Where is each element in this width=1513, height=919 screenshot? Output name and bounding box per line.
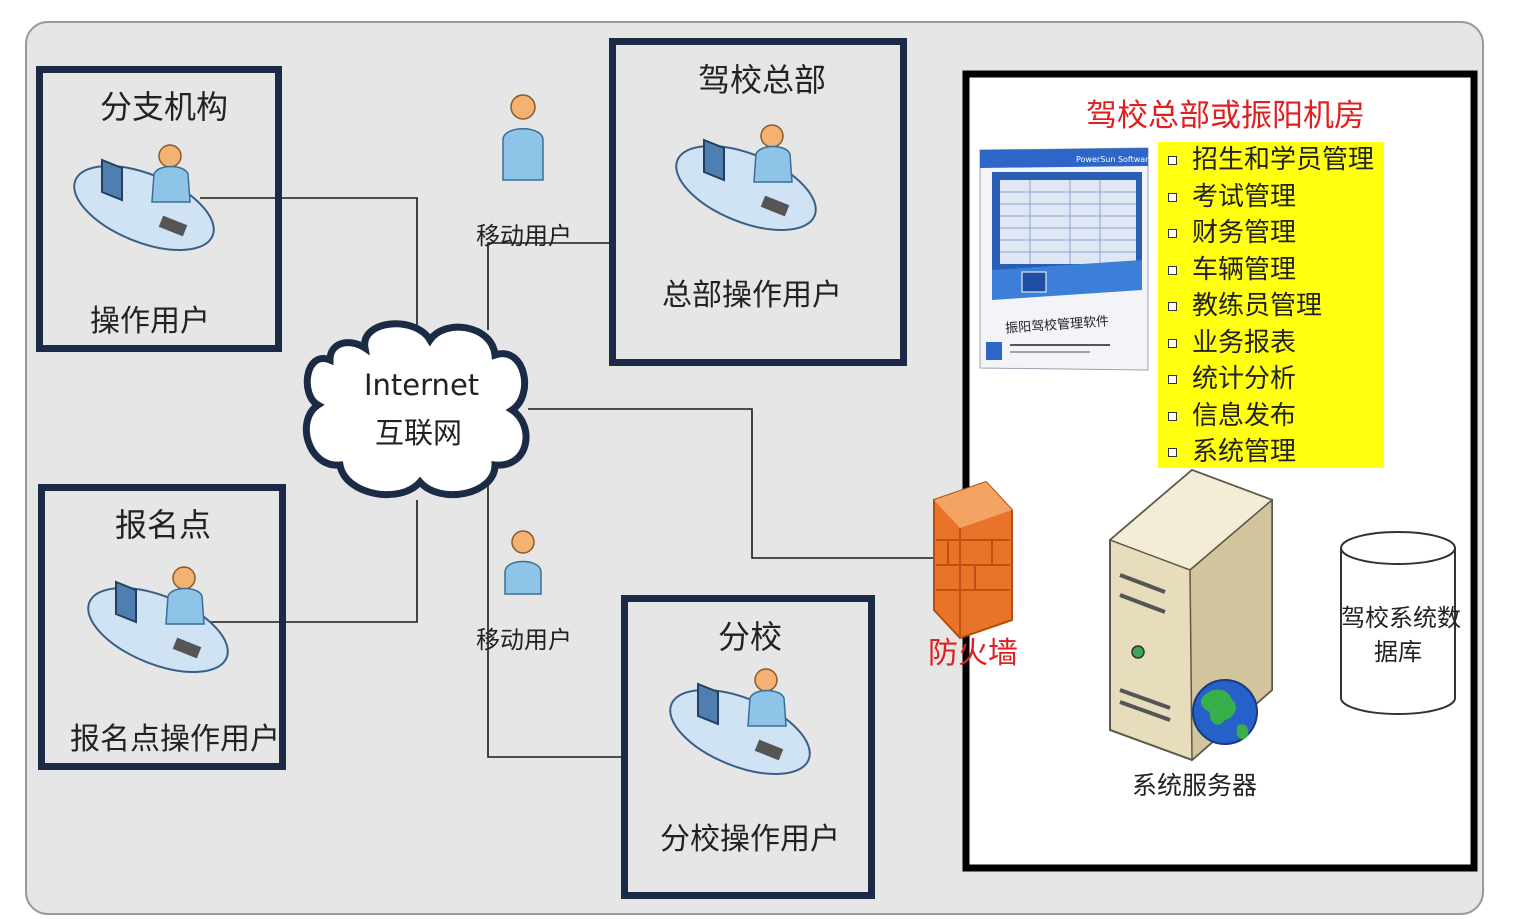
mobile-user-bottom-icon <box>504 530 542 595</box>
firewall-icon <box>933 480 1013 640</box>
feature-item: 统计分析 <box>1158 361 1384 398</box>
feature-item: 系统管理 <box>1158 434 1384 471</box>
feature-list: 招生和学员管理 考试管理 财务管理 车辆管理 教练员管理 业务报表 统计分析 信… <box>1158 142 1384 468</box>
headquarters-box <box>609 38 907 366</box>
checkbox-bullet-icon <box>1168 156 1177 165</box>
signup-point-title: 报名点 <box>115 506 212 544</box>
database-icon <box>1340 531 1456 715</box>
signup-workstation-icon <box>87 566 229 673</box>
feature-item: 车辆管理 <box>1158 252 1384 289</box>
signup-point-user-label: 报名点操作用户 <box>70 722 280 757</box>
feature-label: 统计分析 <box>1192 364 1297 394</box>
checkbox-bullet-icon <box>1168 448 1177 457</box>
feature-label: 招生和学员管理 <box>1192 145 1375 175</box>
cloud-label-line1: Internet <box>364 368 480 402</box>
feature-item: 考试管理 <box>1158 179 1384 216</box>
headquarters-title: 驾校总部 <box>698 61 827 99</box>
checkbox-bullet-icon <box>1168 192 1177 202</box>
checkbox-bullet-icon <box>1168 375 1177 384</box>
feature-label: 考试管理 <box>1192 181 1297 212</box>
school-user-label: 分校操作用户 <box>660 822 840 857</box>
feature-item: 业务报表 <box>1158 325 1384 362</box>
checkbox-bullet-icon <box>1168 338 1177 348</box>
feature-item: 招生和学员管理 <box>1158 142 1384 179</box>
feature-label: 财务管理 <box>1192 218 1297 248</box>
mobile-user-top-label: 移动用户 <box>476 222 572 250</box>
feature-label: 业务报表 <box>1192 327 1297 358</box>
feature-item: 财务管理 <box>1158 215 1384 252</box>
branch-box <box>36 66 282 352</box>
branch-workstation-icon <box>73 144 215 251</box>
headquarters-user-label: 总部操作用户 <box>662 278 842 313</box>
software-box-brand: PowerSun Software <box>1076 155 1154 164</box>
school-box <box>621 595 875 899</box>
mobile-user-bottom-label: 移动用户 <box>476 626 572 654</box>
signup-point-box <box>38 484 286 770</box>
feature-item: 信息发布 <box>1158 398 1384 435</box>
software-box-image <box>979 147 1149 371</box>
checkbox-bullet-icon <box>1168 265 1177 275</box>
checkbox-bullet-icon <box>1168 411 1177 421</box>
branch-user-label: 操作用户 <box>90 304 210 339</box>
headquarters-workstation-icon <box>675 124 817 231</box>
database-label-line2: 据库 <box>1374 638 1422 666</box>
branch-title: 分支机构 <box>100 88 229 126</box>
checkbox-bullet-icon <box>1168 229 1177 238</box>
globe-icon <box>1192 679 1258 745</box>
feature-item: 教练员管理 <box>1158 288 1384 325</box>
feature-label: 车辆管理 <box>1192 254 1297 285</box>
school-title: 分校 <box>718 618 783 656</box>
internet-cloud-icon <box>302 320 530 499</box>
firewall-label: 防火墙 <box>928 636 1018 671</box>
server-label: 系统服务器 <box>1132 771 1258 800</box>
feature-label: 系统管理 <box>1192 437 1297 467</box>
server-room-title: 驾校总部或振阳机房 <box>1086 98 1365 134</box>
database-label-line1: 驾校系统数 <box>1341 604 1461 632</box>
cloud-label-line2: 互联网 <box>375 416 463 450</box>
feature-label: 信息发布 <box>1192 400 1297 431</box>
feature-label: 教练员管理 <box>1192 291 1323 321</box>
mobile-user-top-icon <box>502 94 544 181</box>
checkbox-bullet-icon <box>1168 302 1177 311</box>
school-workstation-icon <box>669 668 811 775</box>
